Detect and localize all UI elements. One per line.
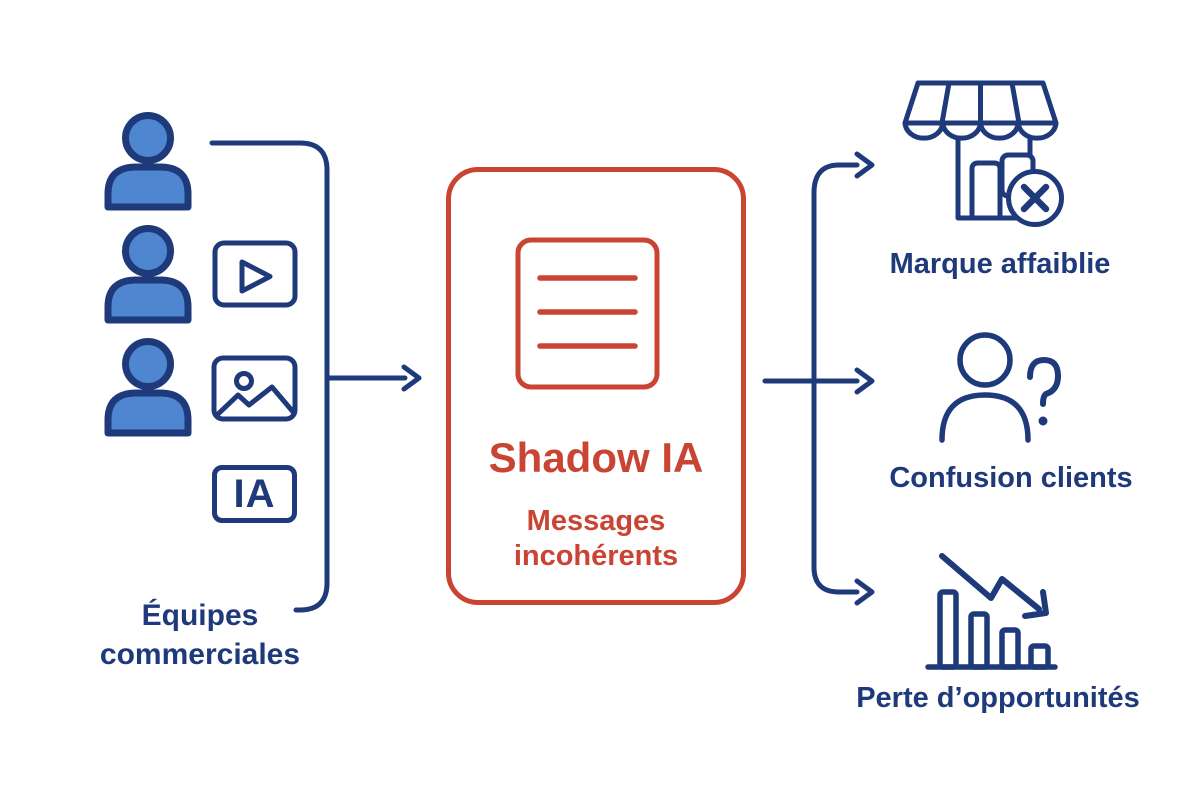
shadow-ia-subtitle: Messages incohérents — [513, 505, 679, 572]
user-icon — [104, 112, 192, 211]
outcome-label-confusion: Confusion clients — [889, 462, 1133, 494]
video-icon — [212, 240, 298, 308]
branch-connector — [762, 151, 875, 606]
arrow-head-icon — [401, 364, 422, 392]
outcome-label-brand: Marque affaiblie — [889, 248, 1111, 280]
user-icon — [104, 338, 192, 437]
declining-chart-icon — [925, 553, 1058, 670]
ia-badge: IA — [212, 465, 297, 523]
arrow-head-icon — [1022, 589, 1049, 619]
arrow-head-icon — [854, 578, 875, 606]
arrow-head-icon — [854, 151, 875, 179]
arrow-head-icon — [854, 367, 875, 395]
team-label: Équipes commerciales — [99, 599, 301, 671]
image-icon — [211, 355, 298, 422]
shadow-ia-title: Shadow IA — [488, 434, 704, 481]
left-bracket-connector — [209, 140, 422, 613]
question-mark-icon — [1027, 356, 1062, 407]
outcome-label-opportunities: Perte d’opportunités — [856, 682, 1140, 714]
shadow-ia-box: Shadow IA Messages incohérents — [446, 167, 746, 605]
customer-question-icon — [939, 332, 1062, 443]
store-closed-icon — [902, 80, 1064, 227]
document-icon — [515, 237, 660, 390]
ia-badge-label: IA — [233, 471, 276, 516]
user-icon — [104, 225, 192, 324]
x-mark-icon — [1020, 183, 1050, 213]
